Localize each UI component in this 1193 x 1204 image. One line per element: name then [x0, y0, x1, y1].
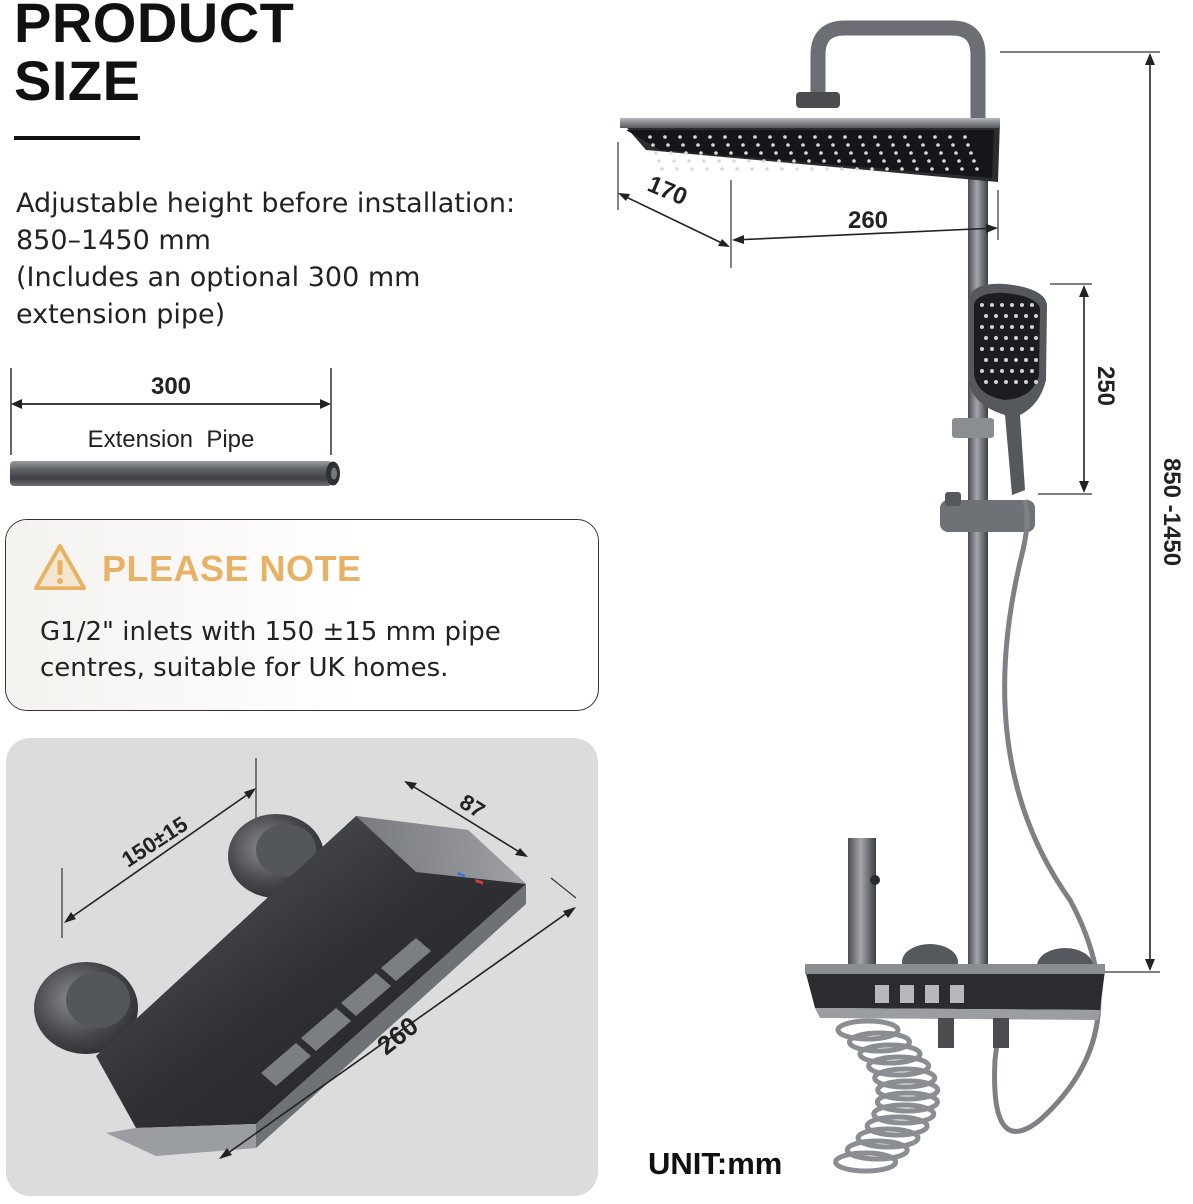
note-line-1: G1/2" inlets with 150 ±15 mm pipe	[40, 617, 501, 647]
shower-hose	[992, 499, 1102, 1134]
desc-line-2: 850–1450 mm	[16, 225, 211, 256]
handheld-shower	[952, 283, 1047, 495]
title-line-size: SIZE	[14, 49, 141, 112]
please-note-box: PLEASE NOTE G1/2" inlets with 150 ±15 mm…	[5, 519, 599, 711]
total-height-label: 850 -1450	[1158, 458, 1185, 566]
arrow-left-icon	[11, 399, 22, 409]
centres-dimension-line	[65, 789, 255, 922]
tub-spout	[848, 838, 876, 978]
valve-inlet-knob-front	[34, 962, 138, 1054]
overhead-arm	[810, 20, 986, 130]
spiral-hose	[833, 1018, 941, 1174]
head-depth-label: 170	[644, 171, 691, 212]
height-description: Adjustable height before installation: 8…	[16, 185, 515, 333]
depth-dimension-line	[405, 781, 527, 857]
head-depth-dimension-line	[619, 193, 729, 247]
riser-pole	[968, 120, 988, 970]
extension-pipe-body	[10, 461, 332, 486]
title-underline	[14, 136, 140, 140]
rain-shower-head	[620, 118, 1000, 182]
extension-pipe-diagram: 300 Extension Pipe	[0, 360, 360, 500]
handheld-holder	[952, 418, 994, 438]
thermostatic-bar-front-edge	[106, 1124, 256, 1156]
valve-depth-label: 87	[455, 789, 489, 823]
valve-detail-panel: 150±15 87 2	[6, 738, 598, 1196]
slider-bracket	[940, 500, 1035, 532]
pipe-length-label: 300	[151, 373, 191, 400]
desc-line-4: extension pipe)	[16, 299, 226, 330]
note-line-2: centres, suitable for UK homes.	[40, 653, 449, 683]
shower-system-diagram: 170 260 250 850 -1450	[600, 0, 1193, 1200]
desc-line-3: (Includes an optional 300 mm	[16, 262, 421, 293]
note-title: PLEASE NOTE	[102, 548, 362, 589]
title-line-product: PRODUCT	[14, 0, 295, 54]
unit-label: UNIT:mm	[648, 1146, 783, 1181]
page-title: PRODUCT SIZE	[14, 0, 294, 110]
note-text: G1/2" inlets with 150 ±15 mm pipe centre…	[40, 614, 501, 686]
width-dimension-line	[220, 907, 575, 1159]
shower-valve	[805, 944, 1105, 1048]
valve-control-buttons	[261, 938, 431, 1086]
desc-line-1: Adjustable height before installation:	[16, 188, 516, 219]
pipe-name-label: Extension Pipe	[88, 426, 255, 453]
warning-triangle-icon	[34, 544, 86, 590]
handheld-height-label: 250	[1092, 366, 1119, 406]
head-width-label: 260	[848, 207, 888, 234]
arm-connector	[796, 92, 840, 108]
arrow-right-icon	[320, 399, 331, 409]
head-width-dimension-line	[733, 227, 997, 241]
thermostatic-bar-body	[96, 816, 526, 1128]
